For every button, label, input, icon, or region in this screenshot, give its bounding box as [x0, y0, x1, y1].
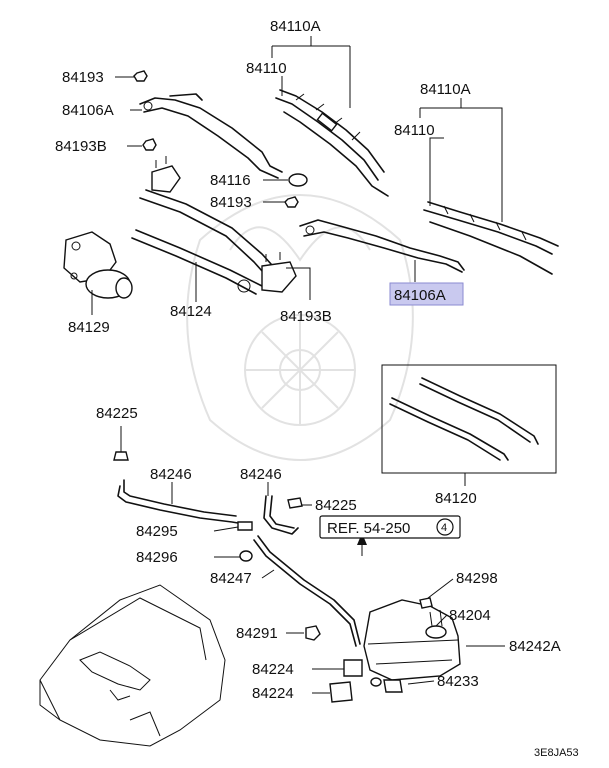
hose-joint-84295 [237, 521, 253, 531]
label-84193B-b[interactable]: 84193B [280, 308, 332, 325]
washer-pump-upper [343, 659, 363, 677]
reference-circle-number: 4 [441, 522, 447, 534]
label-84295[interactable]: 84295 [136, 523, 178, 540]
label-84247[interactable]: 84247 [210, 570, 252, 587]
label-84246-a[interactable]: 84246 [150, 466, 192, 483]
nut-84193-top [133, 70, 148, 82]
label-84110-right[interactable]: 84110 [394, 122, 435, 139]
label-84291[interactable]: 84291 [236, 625, 278, 642]
label-84193B-a[interactable]: 84193B [55, 138, 107, 155]
clip-84296 [239, 550, 253, 562]
label-84242A[interactable]: 84242A [509, 638, 561, 655]
vehicle-sketch [39, 584, 226, 747]
reference-text: REF. 54-250 [327, 520, 410, 537]
cap-84116 [288, 173, 308, 187]
washer-hoses [117, 479, 361, 647]
washer-pump-lower [329, 681, 353, 703]
label-84224-b[interactable]: 84224 [252, 685, 294, 702]
washer-nozzle-right [287, 497, 303, 509]
grommet-84291 [305, 625, 321, 641]
label-84246-b[interactable]: 84246 [240, 466, 282, 483]
nut-84193-mid [284, 196, 299, 208]
nut-84193B-top [142, 138, 157, 151]
diagram-code: 3E8JA53 [534, 747, 579, 759]
label-84110-top[interactable]: 84110 [246, 60, 287, 77]
label-84106A-highlight[interactable]: 84106A [394, 287, 446, 304]
washer-tank [363, 597, 461, 693]
label-84296[interactable]: 84296 [136, 549, 178, 566]
label-84233[interactable]: 84233 [437, 673, 479, 690]
watermark-emblem [186, 194, 414, 461]
wiper-arm-left [139, 93, 283, 179]
washer-nozzle-left [113, 440, 129, 461]
label-84120[interactable]: 84120 [435, 490, 477, 507]
label-84193-a[interactable]: 84193 [62, 69, 104, 86]
label-84110A-right[interactable]: 84110A [420, 81, 471, 98]
wiper-arm-right [299, 219, 465, 273]
highlight-box [389, 282, 464, 306]
reference-arrow [357, 533, 367, 556]
wiper-blade-center [275, 89, 389, 197]
wiper-linkage [131, 156, 297, 295]
label-84298[interactable]: 84298 [456, 570, 498, 587]
leader-lines [91, 36, 505, 694]
label-84110A-top[interactable]: 84110A [270, 18, 321, 35]
label-84224-a[interactable]: 84224 [252, 661, 294, 678]
reference-box[interactable]: REF. 54-250 4 [319, 515, 461, 539]
label-84204[interactable]: 84204 [449, 607, 491, 624]
label-84129[interactable]: 84129 [68, 319, 110, 336]
label-84116[interactable]: 84116 [210, 172, 251, 189]
label-84225-a[interactable]: 84225 [96, 405, 138, 422]
label-84124[interactable]: 84124 [170, 303, 212, 320]
label-84225-b[interactable]: 84225 [315, 497, 357, 514]
wiper-motor [63, 231, 133, 299]
label-84193-b[interactable]: 84193 [210, 194, 252, 211]
blade-refill-box [381, 364, 557, 474]
wiper-blade-right [423, 201, 559, 275]
label-84106A-a[interactable]: 84106A [62, 102, 114, 119]
part-labels: 84110A 84110 84193 84106A 84193B 84116 8… [55, 18, 579, 759]
